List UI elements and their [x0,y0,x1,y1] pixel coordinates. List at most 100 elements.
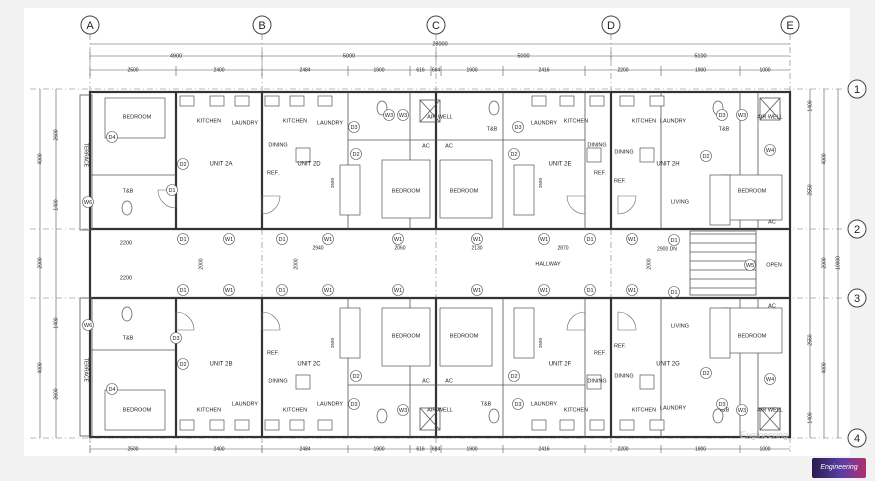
hall-tag-7-marker [584,233,596,245]
opening-tag-21: D3 [514,402,521,408]
dim-bottom-minor-5: 684 [432,446,441,452]
counter-3 [264,95,280,107]
opening-tag-13: D2 [510,152,517,158]
hall-tag-14-marker [471,284,483,296]
dim-top-major-2: 5000 [517,53,529,59]
opening-tag-13-marker [508,148,520,160]
opening-tag-22: D2 [510,374,517,380]
room-label-6: BEDROOM [738,188,767,194]
opening-tag-9-marker [350,148,362,160]
terrace-label-top: TERRACE [83,143,89,168]
opening-tag-27-marker [744,259,756,271]
toilet-1 [121,306,133,322]
dim-sofa-2: 2550 [538,177,543,188]
hall-tag-8-marker [626,233,638,245]
dim-top-minor-10: 1000 [759,67,770,73]
dim-top-minor-5: 684 [432,67,441,73]
room-label-41: T&B [719,407,730,413]
unit-label-3: UNIT 2H [656,162,679,168]
dim-top-major-1: 5000 [343,53,355,59]
hall-tag-17: W1 [628,288,636,294]
dim-hallway-2: 2130 [471,245,482,251]
room-label-19: LAUNDRY [660,118,687,124]
dim-left-top-1: 2600 [53,129,59,140]
toilet-5 [712,408,724,424]
grid-label-D: D [607,20,615,32]
hall-tag-10: W1 [225,288,233,294]
dim-bottom-minor-9: 1900 [695,446,706,452]
door-unit-2a [157,189,177,209]
dim-right-mid-0: 2000 [821,257,827,268]
room-label-32: REF. [614,178,626,184]
dim-bottom-minor-8: 2200 [617,446,628,452]
counter-5 [317,95,333,107]
grid-label-4: 4 [854,433,860,445]
hall-tag-1-marker [223,233,235,245]
counter-19 [589,419,605,431]
sofa-0 [339,164,361,216]
dim-right-bottom-2: 1400 [807,412,813,423]
sofa-4 [709,174,731,226]
dim-hall-inner-1: 2000 [293,258,299,269]
unit-label-6: UNIT 2F [549,362,572,368]
sofa-2 [339,307,361,359]
room-label-55: HALLWAY [535,261,561,267]
opening-tag-0-marker [106,131,118,143]
counter-16 [649,95,665,107]
bed-7 [721,307,783,354]
hall-tag-11-marker [276,284,288,296]
watermark-text: Engineering [740,430,789,440]
opening-tag-27: W5 [746,263,754,269]
opening-tag-24: W4 [766,377,774,383]
dim-top-minor-9: 1900 [695,67,706,73]
unit-label-0: UNIT 2A [210,162,233,168]
counter-2 [234,95,250,107]
hall-tag-9: D1 [179,288,186,294]
bed-1 [104,389,166,431]
dim-left-bottom-0: 1400 [53,317,59,328]
room-label-17: LAUNDRY [317,120,344,126]
hall-tag-12: W1 [324,288,332,294]
hall-tag-7: D1 [586,237,593,243]
opening-tag-20: W3 [399,408,407,414]
room-label-4: BEDROOM [392,333,421,339]
counter-21 [649,419,665,431]
grid-bubble-1 [847,79,867,99]
opening-tag-23-marker [700,367,712,379]
opening-tag-19: D2 [352,374,359,380]
grid-bubble-E [780,15,800,35]
opening-tag-7-marker [82,319,94,331]
room-label-12: KITCHEN [197,407,221,413]
hall-tag-8: W1 [628,237,636,243]
dim-hallway-1: 2060 [394,245,405,251]
opening-tag-1: D4 [108,387,115,393]
dim-terrace-bottom: 2200 [120,275,132,281]
opening-tag-23: D2 [702,371,709,377]
opening-tag-25: W3 [738,408,746,414]
toilet-6 [488,100,500,116]
door-unit-2f [566,311,586,331]
room-label-54: OPEN [766,262,782,268]
room-label-25: DINING [587,142,606,148]
room-label-21: LAUNDRY [317,401,344,407]
opening-tag-12: D3 [514,125,521,131]
dim-bottom-minor-10: 1000 [759,446,770,452]
building-outline [88,90,792,439]
terrace-top [79,94,93,231]
room-label-8: KITCHEN [197,118,221,124]
counter-12 [531,95,547,107]
room-label-9: KITCHEN [283,118,307,124]
door-unit-2g [617,311,637,331]
airwell-0 [419,99,441,123]
hall-tag-2: D1 [278,237,285,243]
room-label-44: AIR WELL [427,407,453,413]
opening-tag-26: D3 [718,402,725,408]
opening-tag-1-marker [106,383,118,395]
opening-tag-25-marker [736,404,748,416]
counter-7 [209,419,225,431]
dim-right-top-0: 1400 [807,100,813,111]
airwell-3 [759,407,781,431]
room-label-31: REF. [594,170,606,176]
opening-tag-11: W3 [399,113,407,119]
bed-4 [381,307,431,367]
